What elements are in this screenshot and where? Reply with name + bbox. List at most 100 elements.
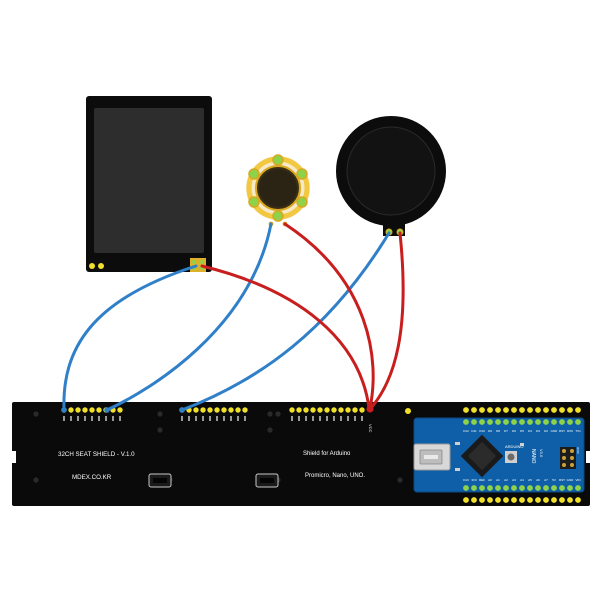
nano-pin-label: A4	[520, 478, 524, 482]
nano-pin-label: D2	[544, 429, 548, 433]
nano-pin	[543, 485, 549, 491]
nano-header-pin	[567, 407, 573, 413]
pin-mark	[244, 416, 246, 421]
header-pin	[117, 407, 123, 413]
pin-mark	[209, 416, 211, 421]
icsp-pin	[570, 449, 574, 453]
reset-button	[505, 451, 517, 463]
pin-mark	[326, 416, 328, 421]
nano-pin	[487, 419, 493, 425]
shield-note-line1: Shield for Arduino	[303, 451, 351, 457]
nano-header-pin	[503, 497, 509, 503]
pin-mark	[347, 416, 349, 421]
nano-header-pin	[495, 407, 501, 413]
nano-pin-rows	[463, 407, 581, 503]
header-pin	[68, 407, 74, 413]
pin-mark	[181, 416, 183, 421]
nano-header-pin	[575, 407, 581, 413]
pin-mark	[312, 416, 314, 421]
red-wire-round-fsr-to-vcc	[369, 231, 405, 410]
header-pin	[242, 407, 248, 413]
shield-website: MDEX.CO.KR	[72, 474, 112, 481]
nano-pin-label: 3V3	[471, 478, 477, 482]
nano-pin-label: D9	[488, 429, 492, 433]
nano-pin-label: A5	[528, 478, 532, 482]
nano-pin	[463, 485, 469, 491]
nano-pin-label: VIN	[575, 478, 580, 482]
header-pin	[82, 407, 88, 413]
header-pin	[331, 407, 337, 413]
nano-pin	[463, 419, 469, 425]
pin-mark	[98, 416, 100, 421]
red-wire-tft-to-vcc	[200, 264, 371, 410]
nano-header-pin	[487, 407, 493, 413]
icsp-pin	[570, 463, 574, 467]
nano-header-pin	[543, 497, 549, 503]
header-pin	[228, 407, 234, 413]
nano-pin	[535, 419, 541, 425]
header-pin	[317, 407, 323, 413]
pin-mark	[105, 416, 107, 421]
pin-mark	[237, 416, 239, 421]
nano-header-pin	[463, 497, 469, 503]
icsp-pin	[562, 463, 566, 467]
header-pin	[200, 407, 206, 413]
header-pin	[359, 407, 365, 413]
pin-mark	[333, 416, 335, 421]
nano-pin	[511, 419, 517, 425]
header-pin	[289, 407, 295, 413]
nano-header-pin	[463, 407, 469, 413]
nano-pin-label: A2	[504, 478, 508, 482]
nano-pin-label: D4	[528, 429, 532, 433]
header-pin	[303, 407, 309, 413]
pin-silkscreen-marks	[63, 416, 363, 421]
nano-pin	[527, 485, 533, 491]
vcc-label: VCC	[368, 424, 373, 433]
nano-header-pin	[535, 407, 541, 413]
nano-pin-label: 5V	[552, 478, 556, 482]
nano-pin	[559, 485, 565, 491]
header-pins-group-2	[179, 407, 248, 413]
nano-header-pin	[527, 407, 533, 413]
nano-pin	[503, 419, 509, 425]
icsp-header	[560, 447, 576, 469]
nano-pin-label: D12	[463, 429, 469, 433]
shield-title: 32CH SEAT SHIELD - V.1.0	[58, 451, 135, 458]
nano-pin	[503, 485, 509, 491]
fsr-contact-pads	[248, 154, 308, 222]
icsp-pin	[562, 456, 566, 460]
nano-header-pin	[535, 497, 541, 503]
nano-header-pin	[559, 497, 565, 503]
icsp-pin	[570, 456, 574, 460]
nano-pin-label: RST	[559, 478, 565, 482]
nano-header-pin	[567, 497, 573, 503]
nano-header-pin	[479, 497, 485, 503]
nano-header-pin	[511, 497, 517, 503]
pin-mark	[195, 416, 197, 421]
pin-mark	[354, 416, 356, 421]
header-pins-group-3	[289, 407, 365, 413]
blue-wire-round-fsr-to-shield	[180, 231, 391, 412]
red-wire-small-fsr-to-vcc	[283, 222, 375, 410]
nano-pin-label: A1	[496, 478, 500, 482]
header-pin	[235, 407, 241, 413]
shield-note-line2: Promicro, Nano, UNO.	[305, 473, 365, 479]
nano-pin-label: D3	[536, 429, 540, 433]
tact-switch-left	[148, 473, 172, 488]
pin-mark	[223, 416, 225, 421]
pin-mark	[319, 416, 321, 421]
nano-pin	[471, 485, 477, 491]
small-force-sensor	[246, 154, 310, 227]
nano-header-pin	[487, 497, 493, 503]
nano-header-pin	[543, 407, 549, 413]
nano-header-pin	[495, 497, 501, 503]
pin-mark	[84, 416, 86, 421]
nano-pin	[535, 485, 541, 491]
header-pin	[214, 407, 220, 413]
header-pin	[89, 407, 95, 413]
pin-mark	[298, 416, 300, 421]
